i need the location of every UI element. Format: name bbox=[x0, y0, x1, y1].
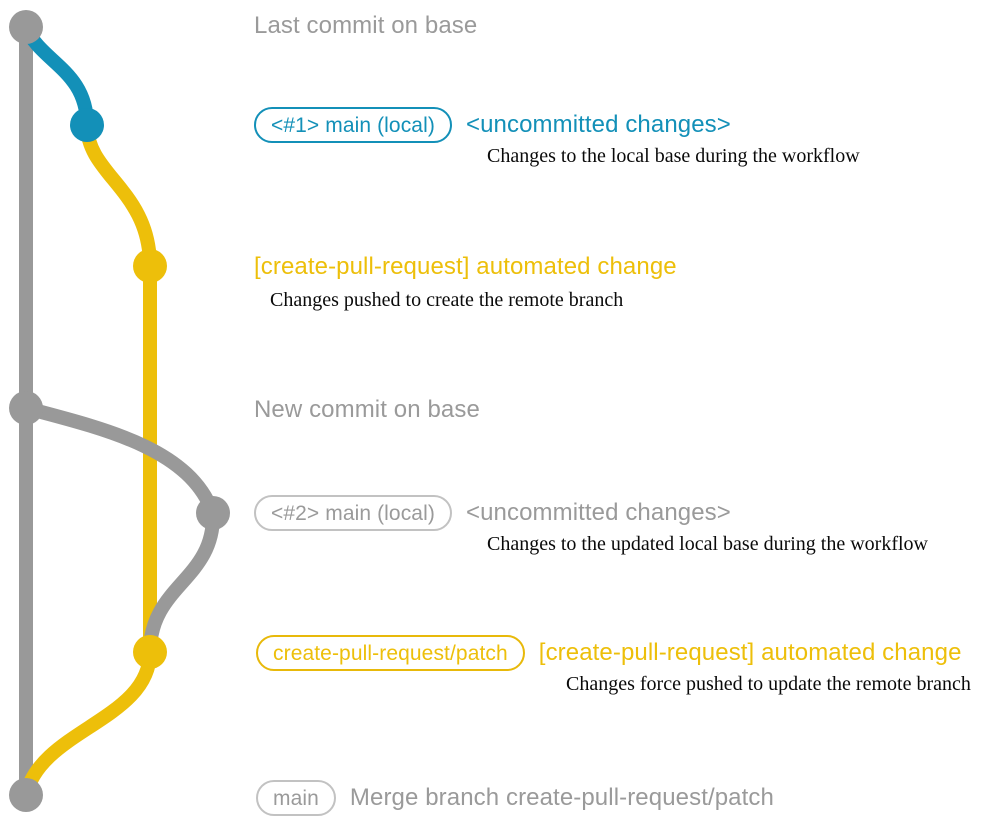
commit-node-local-2[interactable] bbox=[196, 496, 230, 530]
commit-subject-patch-create: [create-pull-request] automated change bbox=[254, 253, 677, 280]
commit-description-patch-create: Changes pushed to create the remote bran… bbox=[270, 289, 624, 311]
commit-subject-patch-update: [create-pull-request] automated change bbox=[538, 639, 962, 666]
annotation-patch-create: [create-pull-request] automated change bbox=[254, 253, 677, 281]
commit-node-local-1[interactable] bbox=[70, 108, 104, 142]
heading-new-commit-on-base: New commit on base bbox=[254, 396, 480, 423]
annotation-new-commit-on-base: New commit on base bbox=[254, 396, 480, 424]
commit-subject-local-2: <uncommitted changes> bbox=[465, 499, 731, 526]
commit-node-patch-create[interactable] bbox=[133, 249, 167, 283]
annotation-last-commit-on-base: Last commit on base bbox=[254, 12, 477, 40]
tag-row-local-2: <#2> main (local) <uncommitted changes> bbox=[254, 495, 731, 531]
annotation-local-2: <#2> main (local) <uncommitted changes> bbox=[254, 495, 731, 531]
branch-tag-local-1[interactable]: <#1> main (local) bbox=[254, 107, 452, 143]
branch-tag-local-2[interactable]: <#2> main (local) bbox=[254, 495, 452, 531]
annotation-merge: main Merge branch create-pull-request/pa… bbox=[256, 780, 774, 816]
commit-node-patch-update[interactable] bbox=[133, 635, 167, 669]
commit-description-local-2: Changes to the updated local base during… bbox=[487, 533, 928, 555]
commit-description-local-1: Changes to the local base during the wor… bbox=[487, 145, 860, 167]
annotation-local-1: <#1> main (local) <uncommitted changes> bbox=[254, 107, 731, 143]
branch-tag-main[interactable]: main bbox=[256, 780, 336, 816]
commit-subject-local-1: <uncommitted changes> bbox=[465, 111, 731, 138]
patch-merge-line bbox=[19, 645, 157, 802]
tag-row-patch-update: create-pull-request/patch [create-pull-r… bbox=[256, 635, 962, 671]
commit-description-patch-update: Changes force pushed to update the remot… bbox=[566, 673, 971, 695]
tag-row-local-1: <#1> main (local) <uncommitted changes> bbox=[254, 107, 731, 143]
commit-node-base-last[interactable] bbox=[9, 10, 43, 44]
annotation-patch-update: create-pull-request/patch [create-pull-r… bbox=[256, 635, 962, 671]
commit-subject-merge: Merge branch create-pull-request/patch bbox=[349, 784, 774, 811]
branch-tag-create-pull-request-patch[interactable]: create-pull-request/patch bbox=[256, 635, 525, 671]
commit-node-base-new[interactable] bbox=[9, 391, 43, 425]
heading-last-commit-on-base: Last commit on base bbox=[254, 12, 478, 39]
tag-row-merge: main Merge branch create-pull-request/pa… bbox=[256, 780, 774, 816]
commit-node-base-merge[interactable] bbox=[9, 778, 43, 812]
